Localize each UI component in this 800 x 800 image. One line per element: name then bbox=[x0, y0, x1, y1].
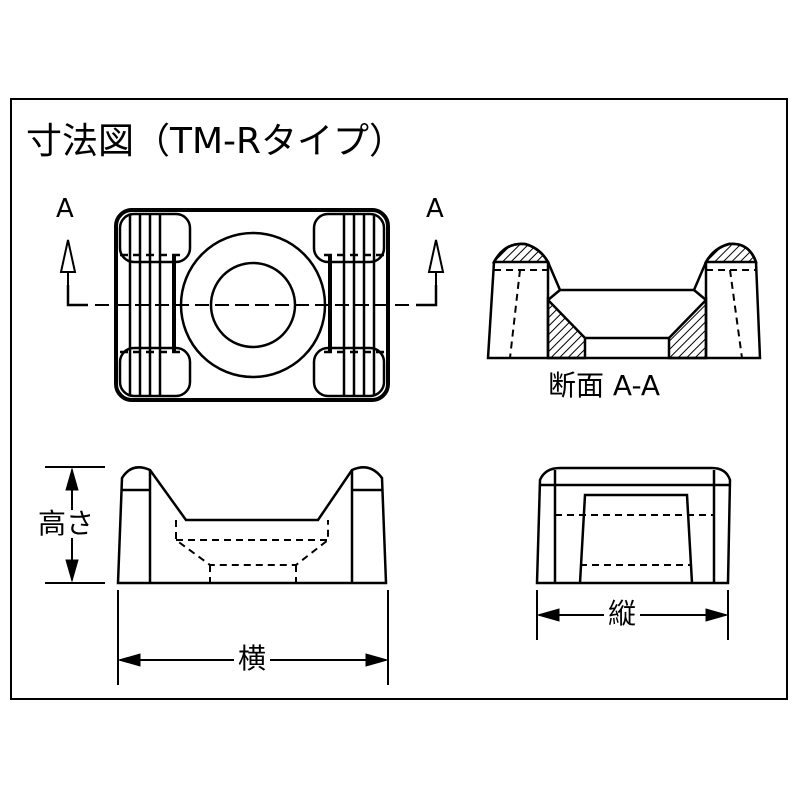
section-view bbox=[486, 242, 762, 360]
side-view bbox=[535, 466, 732, 640]
depth-label: 縦 bbox=[604, 600, 641, 628]
width-label: 横 bbox=[234, 645, 271, 673]
section-caption: 断面 A-A bbox=[548, 369, 661, 402]
section-mark-left: A bbox=[56, 194, 74, 224]
drawing-frame bbox=[10, 98, 788, 700]
height-label: 高さ bbox=[38, 507, 95, 540]
section-mark-right: A bbox=[426, 194, 444, 224]
page-title: 寸法図（TM-Rタイプ） bbox=[26, 121, 406, 162]
top-view bbox=[59, 208, 445, 402]
front-view bbox=[45, 466, 389, 685]
